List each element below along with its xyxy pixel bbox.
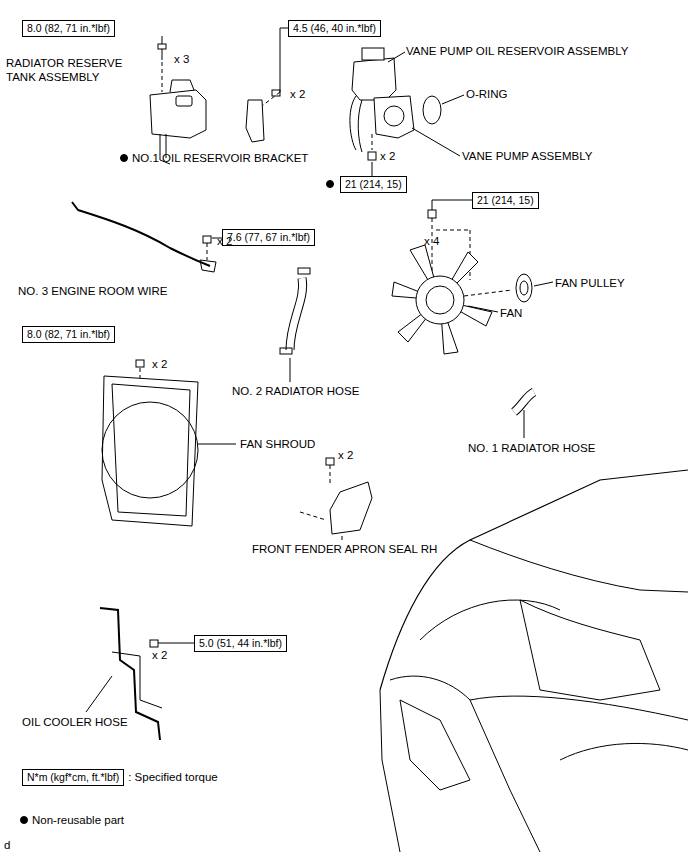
torque-text: 8.0 (82, 71 in.*lbf) [27,328,110,340]
part-label: d [4,838,10,852]
torque-box: 4.5 (46, 40 in.*lbf) [288,20,381,37]
torque-box: 7.6 (77, 67 in.*lbf) [222,229,315,246]
part-label: FAN PULLEY [555,276,625,290]
quantity-label: x 2 [338,448,353,462]
torque-text: 8.0 (82, 71 in.*lbf) [27,22,110,34]
part-label: NO.1 OIL RESERVOIR BRACKET [132,151,308,165]
torque-text: 7.6 (77, 67 in.*lbf) [227,231,310,243]
torque-box: 8.0 (82, 71 in.*lbf) [22,326,115,343]
part-label: NO. 1 RADIATOR HOSE [468,441,595,455]
legend-text: Non-reusable part [32,813,124,827]
torque-box: 21 (214, 15) [340,176,407,193]
part-label: FAN SHROUD [240,437,315,451]
part-label: VANE PUMP ASSEMBLY [462,149,592,163]
part-label: FAN [500,306,522,320]
part-label: OIL COOLER HOSE [22,715,128,729]
torque-text: N*m (kgf*cm, ft.*lbf) [27,771,119,783]
part-label: O-RING [466,87,508,101]
torque-text: 21 (214, 15) [345,178,402,190]
quantity-label: x 3 [174,52,189,66]
quantity-label: x 2 [152,357,167,371]
quantity-label: x 2 [152,648,167,662]
torque-text: 21 (214, 15) [477,194,534,206]
torque-box: N*m (kgf*cm, ft.*lbf) [22,769,124,786]
quantity-label: x 2 [290,87,305,101]
part-label: FRONT FENDER APRON SEAL RH [252,542,437,556]
part-label: NO. 2 RADIATOR HOSE [232,384,359,398]
torque-box: 8.0 (82, 71 in.*lbf) [22,20,115,37]
legend-text: : Specified torque [128,770,218,784]
torque-box: 5.0 (51, 44 in.*lbf) [194,635,287,652]
part-label: NO. 3 ENGINE ROOM WIRE [18,284,168,298]
part-label: RADIATOR RESERVE TANK ASSEMBLY [6,56,126,84]
quantity-label: x 4 [424,234,439,248]
part-label: VANE PUMP OIL RESERVOIR ASSEMBLY [406,44,628,58]
torque-box: 21 (214, 15) [472,192,539,209]
torque-text: 5.0 (51, 44 in.*lbf) [199,637,282,649]
torque-text: 4.5 (46, 40 in.*lbf) [293,22,376,34]
quantity-label: x 2 [380,149,395,163]
quantity-label: x 2 [217,234,232,248]
